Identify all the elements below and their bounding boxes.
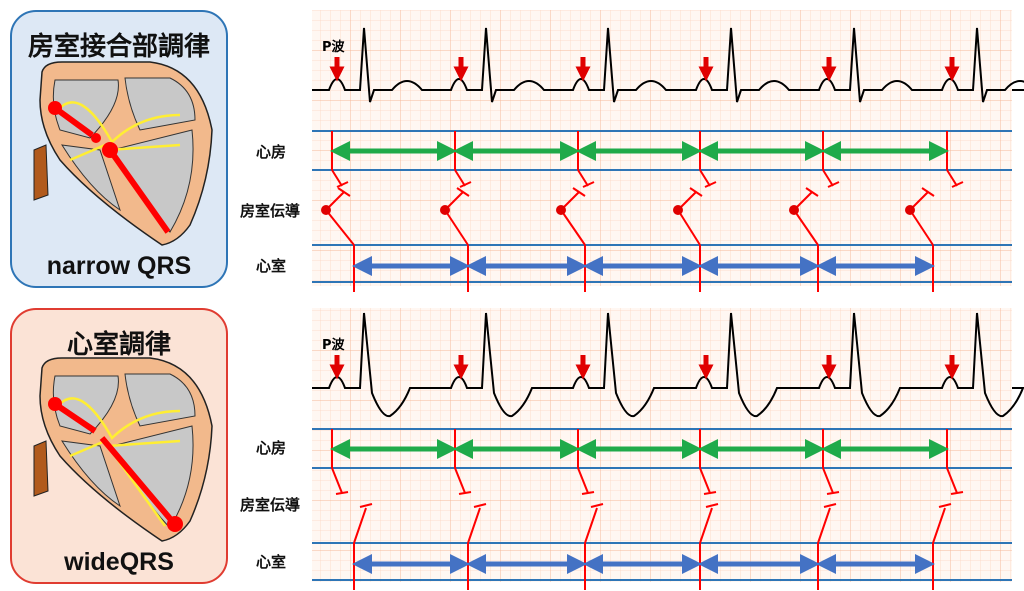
conduction-block-tick [703, 491, 717, 495]
atrial-conduction-line [822, 467, 834, 494]
sinus-node-burst [48, 397, 62, 411]
av-node-dot [91, 133, 101, 143]
conduction-block-tick [826, 491, 840, 495]
conduction-block-tick [704, 181, 717, 188]
atrial-conduction-line [454, 467, 466, 494]
atrial-conduction-line [577, 169, 589, 187]
junction-origin-dot [905, 205, 915, 215]
conduction-block-tick [336, 181, 349, 188]
panel-title: 房室接合部調律 [27, 32, 210, 62]
conduction-block-tick [590, 503, 604, 508]
antegrade-conduction-line [793, 209, 819, 246]
retrograde-conduction-line [353, 507, 367, 544]
junction-origin-dot [556, 205, 566, 215]
ecg-trace [312, 27, 1024, 103]
junction-origin-dot [673, 205, 683, 215]
conduction-block-tick [359, 503, 373, 508]
left-atrium [124, 77, 196, 131]
panel-subtitle: narrow QRS [46, 252, 192, 280]
conduction-block-tick [689, 187, 703, 197]
conduction-block-tick [823, 503, 837, 508]
left-atrium [124, 373, 196, 427]
antegrade-conduction-line [677, 209, 701, 246]
antegrade-conduction-line [325, 209, 355, 246]
conduction-block-tick [456, 187, 470, 197]
atrial-conduction-line [946, 467, 958, 494]
antegrade-conduction-line [909, 209, 934, 246]
aorta-shape [33, 144, 49, 201]
conduction-pathway [57, 101, 181, 145]
sinus-node-burst [48, 101, 62, 115]
retrograde-conduction-line [817, 507, 831, 544]
impulse-arrow [53, 401, 97, 434]
conduction-block-tick [951, 181, 964, 188]
row-label-conduction: 房室伝導 [239, 496, 300, 514]
impulse-arrow [107, 148, 171, 234]
antegrade-conduction-line [444, 209, 469, 246]
conduction-block-tick [827, 181, 840, 188]
row-label-conduction: 房室伝導 [239, 202, 300, 220]
atrial-conduction-line [577, 467, 589, 494]
conduction-block-tick [473, 503, 487, 508]
right-ventricle [61, 440, 121, 508]
atrial-conduction-line [822, 169, 834, 187]
panel-title: 心室調律 [66, 330, 171, 360]
conduction-block-tick [705, 503, 719, 508]
junction-origin-burst [102, 142, 118, 158]
retrograde-conduction-line [932, 507, 946, 544]
conduction-block-tick [805, 187, 819, 197]
conduction-block-tick [582, 181, 595, 188]
retrograde-conduction-line [467, 507, 481, 544]
atrial-conduction-line [699, 467, 711, 494]
row-label-atrium: 心房 [255, 143, 286, 161]
antegrade-conduction-line [560, 209, 586, 246]
atrial-conduction-line [699, 169, 711, 187]
aorta-shape [33, 440, 49, 497]
conduction-pathway [57, 397, 181, 441]
p-wave-label: P波 [322, 39, 346, 55]
row-label-ventricle: 心室 [255, 257, 286, 275]
panel-subtitle: wideQRS [64, 548, 174, 576]
ventricular-origin-burst [167, 516, 183, 532]
conduction-block-tick [938, 503, 952, 508]
conduction-block-tick [581, 491, 595, 495]
junction-origin-dot [789, 205, 799, 215]
row-label-atrium: 心房 [255, 439, 286, 457]
row-label-ventricle: 心室 [255, 553, 286, 571]
conduction-block-tick [337, 187, 351, 197]
p-wave-label: P波 [322, 337, 346, 353]
conduction-block-tick [572, 187, 586, 197]
atrial-conduction-line [946, 169, 958, 187]
conduction-block-tick [950, 491, 964, 495]
retrograde-conduction-line [584, 507, 598, 544]
ecg-trace [312, 312, 1024, 418]
retrograde-conduction-line [699, 507, 713, 544]
atrial-conduction-line [454, 169, 466, 187]
conduction-block-tick [459, 181, 472, 188]
atrial-conduction-line [331, 467, 343, 494]
impulse-arrow [53, 105, 94, 138]
atrial-conduction-line [331, 169, 343, 187]
conduction-block-tick [458, 491, 472, 495]
conduction-block-tick [921, 187, 935, 197]
impulse-arrow [99, 436, 175, 523]
conduction-block-tick [335, 491, 349, 495]
right-ventricle [61, 144, 121, 212]
junction-origin-dot [440, 205, 450, 215]
junction-origin-dot [321, 205, 331, 215]
